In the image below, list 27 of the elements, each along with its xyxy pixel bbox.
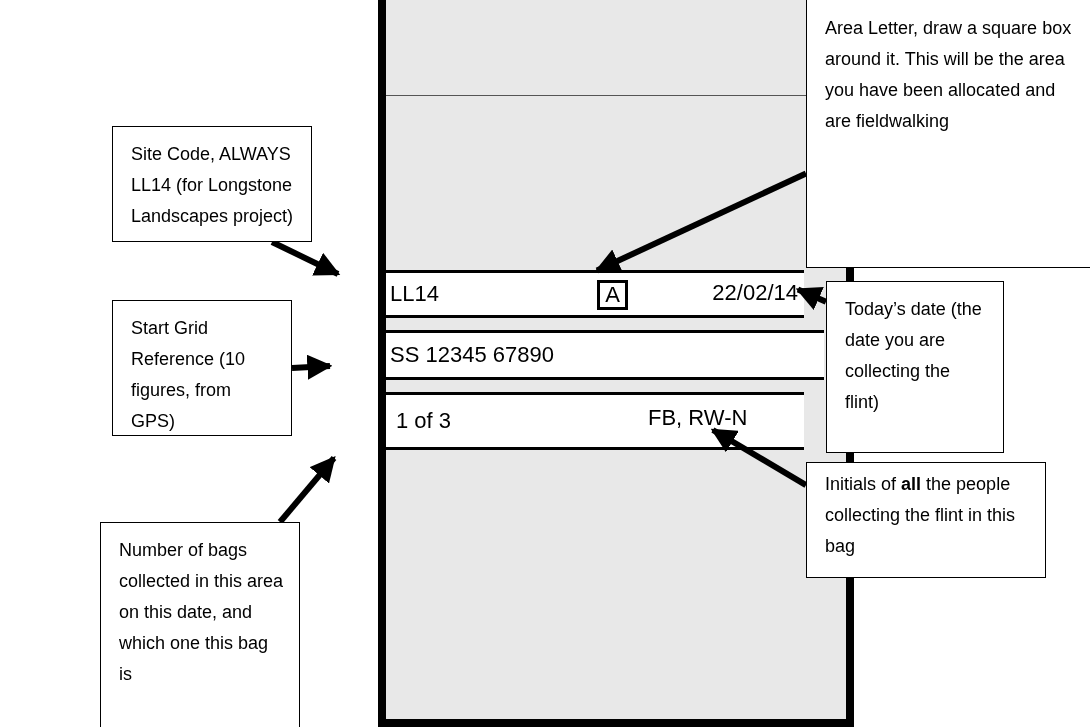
field-text: SS 12345 67890	[390, 342, 554, 368]
label-row	[386, 270, 804, 318]
callout-box	[826, 281, 1004, 453]
callout-box	[806, 0, 1090, 268]
area-letter-box: A	[597, 280, 628, 310]
arrow	[710, 427, 808, 488]
callout-text: Initials of all the people collecting the flint in this bag	[825, 473, 1017, 558]
field-text: 1 of 3	[396, 408, 452, 434]
callout-text: Area Letter, draw a square box around it. This will be the area you have been allocated and are fieldwalking	[825, 17, 1073, 133]
callout-text: Number of bags collected in this area on this date, and which one this bag is	[119, 539, 285, 686]
callout-box	[100, 522, 300, 727]
arrow	[795, 286, 828, 311]
label-row	[386, 392, 804, 450]
arrow	[270, 239, 341, 277]
callout-text: Today’s date (the date you are collecting the flint)	[845, 298, 983, 414]
callout-text: Site Code, ALWAYS LL14 (for Longstone Landscapes project)	[131, 143, 295, 228]
field-text: LL14	[390, 281, 439, 307]
arrow	[594, 170, 808, 274]
arrow	[291, 354, 333, 380]
arrow	[277, 456, 337, 524]
field-text: 22/02/14	[702, 278, 798, 310]
callout-text: Start Grid Reference (10 figures, from GPS)	[131, 317, 247, 433]
callout-box	[806, 462, 1046, 578]
field-text: FB, RW-N	[648, 403, 766, 441]
callout-box	[112, 300, 292, 436]
callout-box	[112, 126, 312, 242]
label-row	[386, 330, 824, 380]
